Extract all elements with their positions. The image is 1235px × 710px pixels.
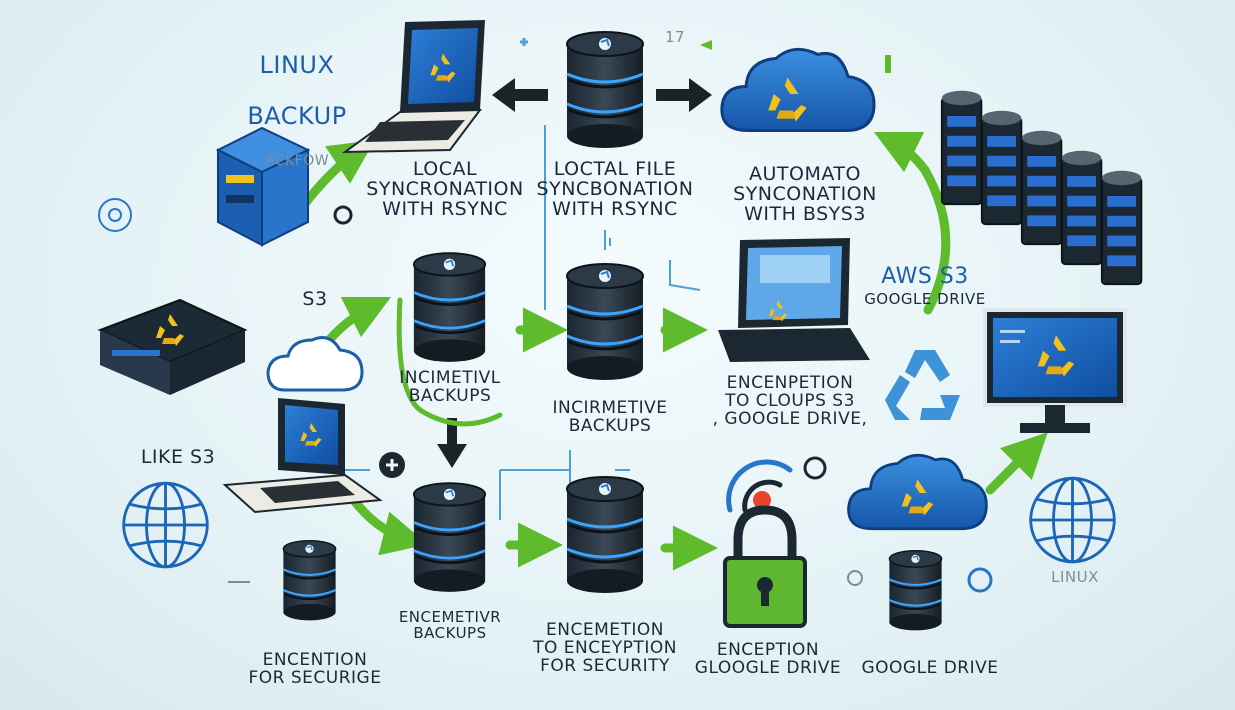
connector-lines (330, 125, 701, 520)
label-google-drive-small: Google Drive (864, 290, 986, 308)
globe-right-icon (1029, 476, 1116, 564)
label-s3: S3 (302, 288, 328, 310)
cloud-bottom-icon (847, 453, 988, 531)
black-arrows (437, 78, 712, 468)
globe-left-icon (122, 481, 209, 569)
arrow-down-icon (437, 418, 467, 468)
cloud-s3-icon (266, 336, 364, 392)
signal-icon (726, 459, 793, 513)
label-local-sync: LocaL Syncronation with RSYnc (366, 158, 524, 220)
label-google-drive: Google Drive (861, 658, 999, 678)
server-cube-icon (215, 126, 311, 247)
padlock-icon (723, 505, 807, 628)
laptop-top-icon (341, 20, 485, 154)
label-faint-17: 17 (664, 28, 686, 46)
title-line-3: ACKFOW (264, 152, 330, 169)
label-encention-securige: Encention for Securige (248, 650, 382, 688)
database-server-5-icon (565, 475, 645, 595)
database-server-3-icon (565, 262, 645, 382)
label-encryption-clouds: Encenpetion to Cloups S3 , Google Drive, (712, 373, 868, 429)
server-rack-icon (940, 89, 1143, 286)
cloud-top-icon (720, 47, 876, 133)
arrow-left-icon (492, 78, 548, 112)
label-faint-linux: LINUX (1051, 568, 1099, 586)
label-auto-sync: Automato Synconation with BSYS3 (733, 163, 877, 225)
label-incremental-2: Incirmetive Backups (552, 398, 668, 436)
arrow-right-icon (656, 78, 712, 112)
database-server-2-icon (412, 251, 487, 364)
database-server-6-icon (282, 539, 337, 622)
database-server-7-icon (888, 549, 943, 632)
label-like-s3: lIke S3 (140, 446, 216, 468)
title-line-2: BACKUP (247, 101, 347, 130)
label-local-file-sync: LoctaL File Syncbonation with RSYnc (536, 158, 694, 220)
label-incremental-1: Incimetivl Backups (399, 368, 501, 406)
label-enception-gdrive: Enception Gloogle Drive (694, 640, 842, 678)
diagram-title: LINUX BACKUP ACKFOW (232, 28, 362, 194)
label-aws-s3: AWS S3 (881, 264, 969, 289)
decorative-icons (98, 38, 993, 593)
monitor-icon (983, 308, 1127, 433)
title-line-1: LINUX (259, 51, 335, 80)
green-arrows (295, 131, 1048, 571)
laptop-left-icon (222, 398, 383, 514)
label-encemetion-security: Encemetion to Enceyption for Security (533, 620, 677, 676)
recycle-icon (885, 350, 960, 420)
network-appliance-icon (97, 298, 248, 395)
database-server-4-icon (412, 481, 487, 594)
database-server-1-icon (565, 30, 645, 150)
laptop-center-icon (718, 238, 870, 362)
label-encemetivr: Encemetivr Backups (398, 608, 502, 642)
